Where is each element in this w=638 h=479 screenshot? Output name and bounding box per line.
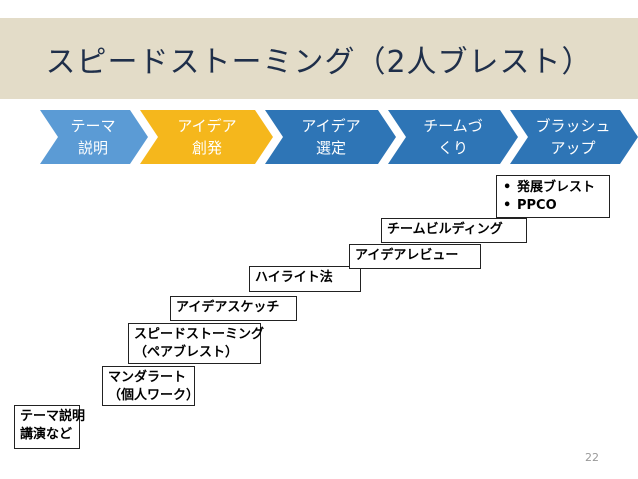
chevron-label-1-line2: 説明 [77,139,108,157]
bullet-dot-icon: • [503,198,512,213]
chevron-label-3-line1: アイデア [301,117,361,135]
stair-step-1-line2: 講演など [20,427,73,442]
stair-step-2: マンダラート （個人ワーク） [102,366,200,406]
chevron-label-4-line1: チームづ [423,117,483,135]
stair-step-4: アイデアスケッチ [170,296,297,321]
chevron-step-3 [265,110,396,164]
stair-step-3-line2: （ペアブレスト） [134,345,239,360]
stair-step-2-line1: マンダラート [108,370,187,385]
chevron-step-5 [510,110,638,164]
chevron-label-4-line2: くり [437,139,468,157]
chevron-label-3: アイデア 選定 [276,112,386,162]
chevron-label-5: ブラッシュ アップ [520,112,626,162]
slide-title: スピードストーミング（2人ブレスト） [45,44,593,80]
chevron-label-2-line2: 創発 [191,139,222,157]
chevron-label-5-line2: アップ [550,139,596,157]
page-number: 22 [585,451,599,464]
stair-step-7: チームビルディング [381,218,527,243]
chevron-label-2-line1: アイデア [177,117,237,135]
chevron-step-1 [40,110,148,164]
stair-step-3-line1: スピードストーミング [134,327,265,342]
stair-step-3: スピードストーミング （ペアブレスト） [128,323,265,364]
chevron-label-4: チームづ くり [398,112,508,162]
chevron-label-1: テーマ 説明 [48,112,138,162]
chevron-label-1-line1: テーマ [70,117,116,135]
chevron-step-2 [140,110,273,164]
stair-step-1-line1: テーマ説明 [20,409,86,424]
stair-step-4-line1: アイデアスケッチ [176,300,280,315]
stair-step-7-line1: チームビルディング [387,222,503,237]
chevron-label-3-line2: 選定 [315,139,346,157]
bullet-text: 発展ブレスト [517,180,596,195]
stair-step-8-bullets: • 発展ブレスト • PPCO [496,175,610,218]
chevron-label-5-line1: ブラッシュ [535,117,611,135]
stair-step-5-line1: ハイライト法 [255,270,333,285]
title-band [0,18,638,99]
bullet-item: • 発展ブレスト [503,179,603,197]
stair-step-6-line1: アイデアレビュー [355,248,459,263]
chevron-label-2: アイデア 創発 [152,112,262,162]
stair-step-6: アイデアレビュー [349,244,481,269]
chevron-step-4 [388,110,518,164]
stair-step-2-line2: （個人ワーク） [108,388,200,403]
bullet-dot-icon: • [503,180,512,195]
stair-step-1: テーマ説明 講演など [14,405,86,449]
stair-step-5: ハイライト法 [249,266,361,292]
bullet-text: PPCO [517,198,557,213]
bullet-item: • PPCO [503,197,603,215]
